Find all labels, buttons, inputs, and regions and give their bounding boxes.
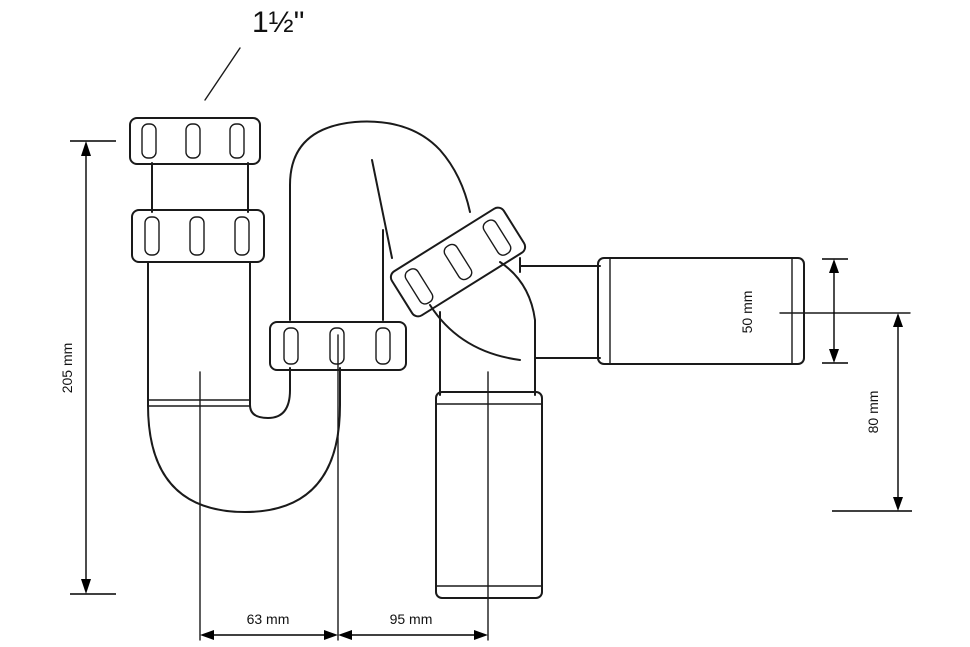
dimension-label-205: 205 mm — [59, 343, 75, 394]
dimension-63: 63 mm — [200, 611, 338, 640]
tee-connector — [429, 257, 601, 396]
top-nut — [129, 117, 261, 165]
upper-nut — [131, 209, 265, 263]
dimension-label-63: 63 mm — [247, 611, 290, 627]
pipe-size-label: 1½" — [252, 6, 304, 39]
dimension-label-50: 50 mm — [739, 291, 755, 334]
dimension-50: 50 mm — [739, 258, 848, 364]
trap-body — [147, 120, 471, 513]
angled-nut — [389, 206, 527, 318]
pipe-size-leader — [204, 47, 241, 101]
dimension-label-80: 80 mm — [865, 391, 881, 434]
dimension-label-95: 95 mm — [390, 611, 433, 627]
dimension-80: 80 mm — [832, 313, 912, 512]
vertical-extension — [435, 391, 543, 599]
dimension-95: 95 mm — [338, 611, 488, 640]
dimension-205: 205 mm — [59, 140, 116, 595]
horizontal-extension — [597, 257, 805, 365]
